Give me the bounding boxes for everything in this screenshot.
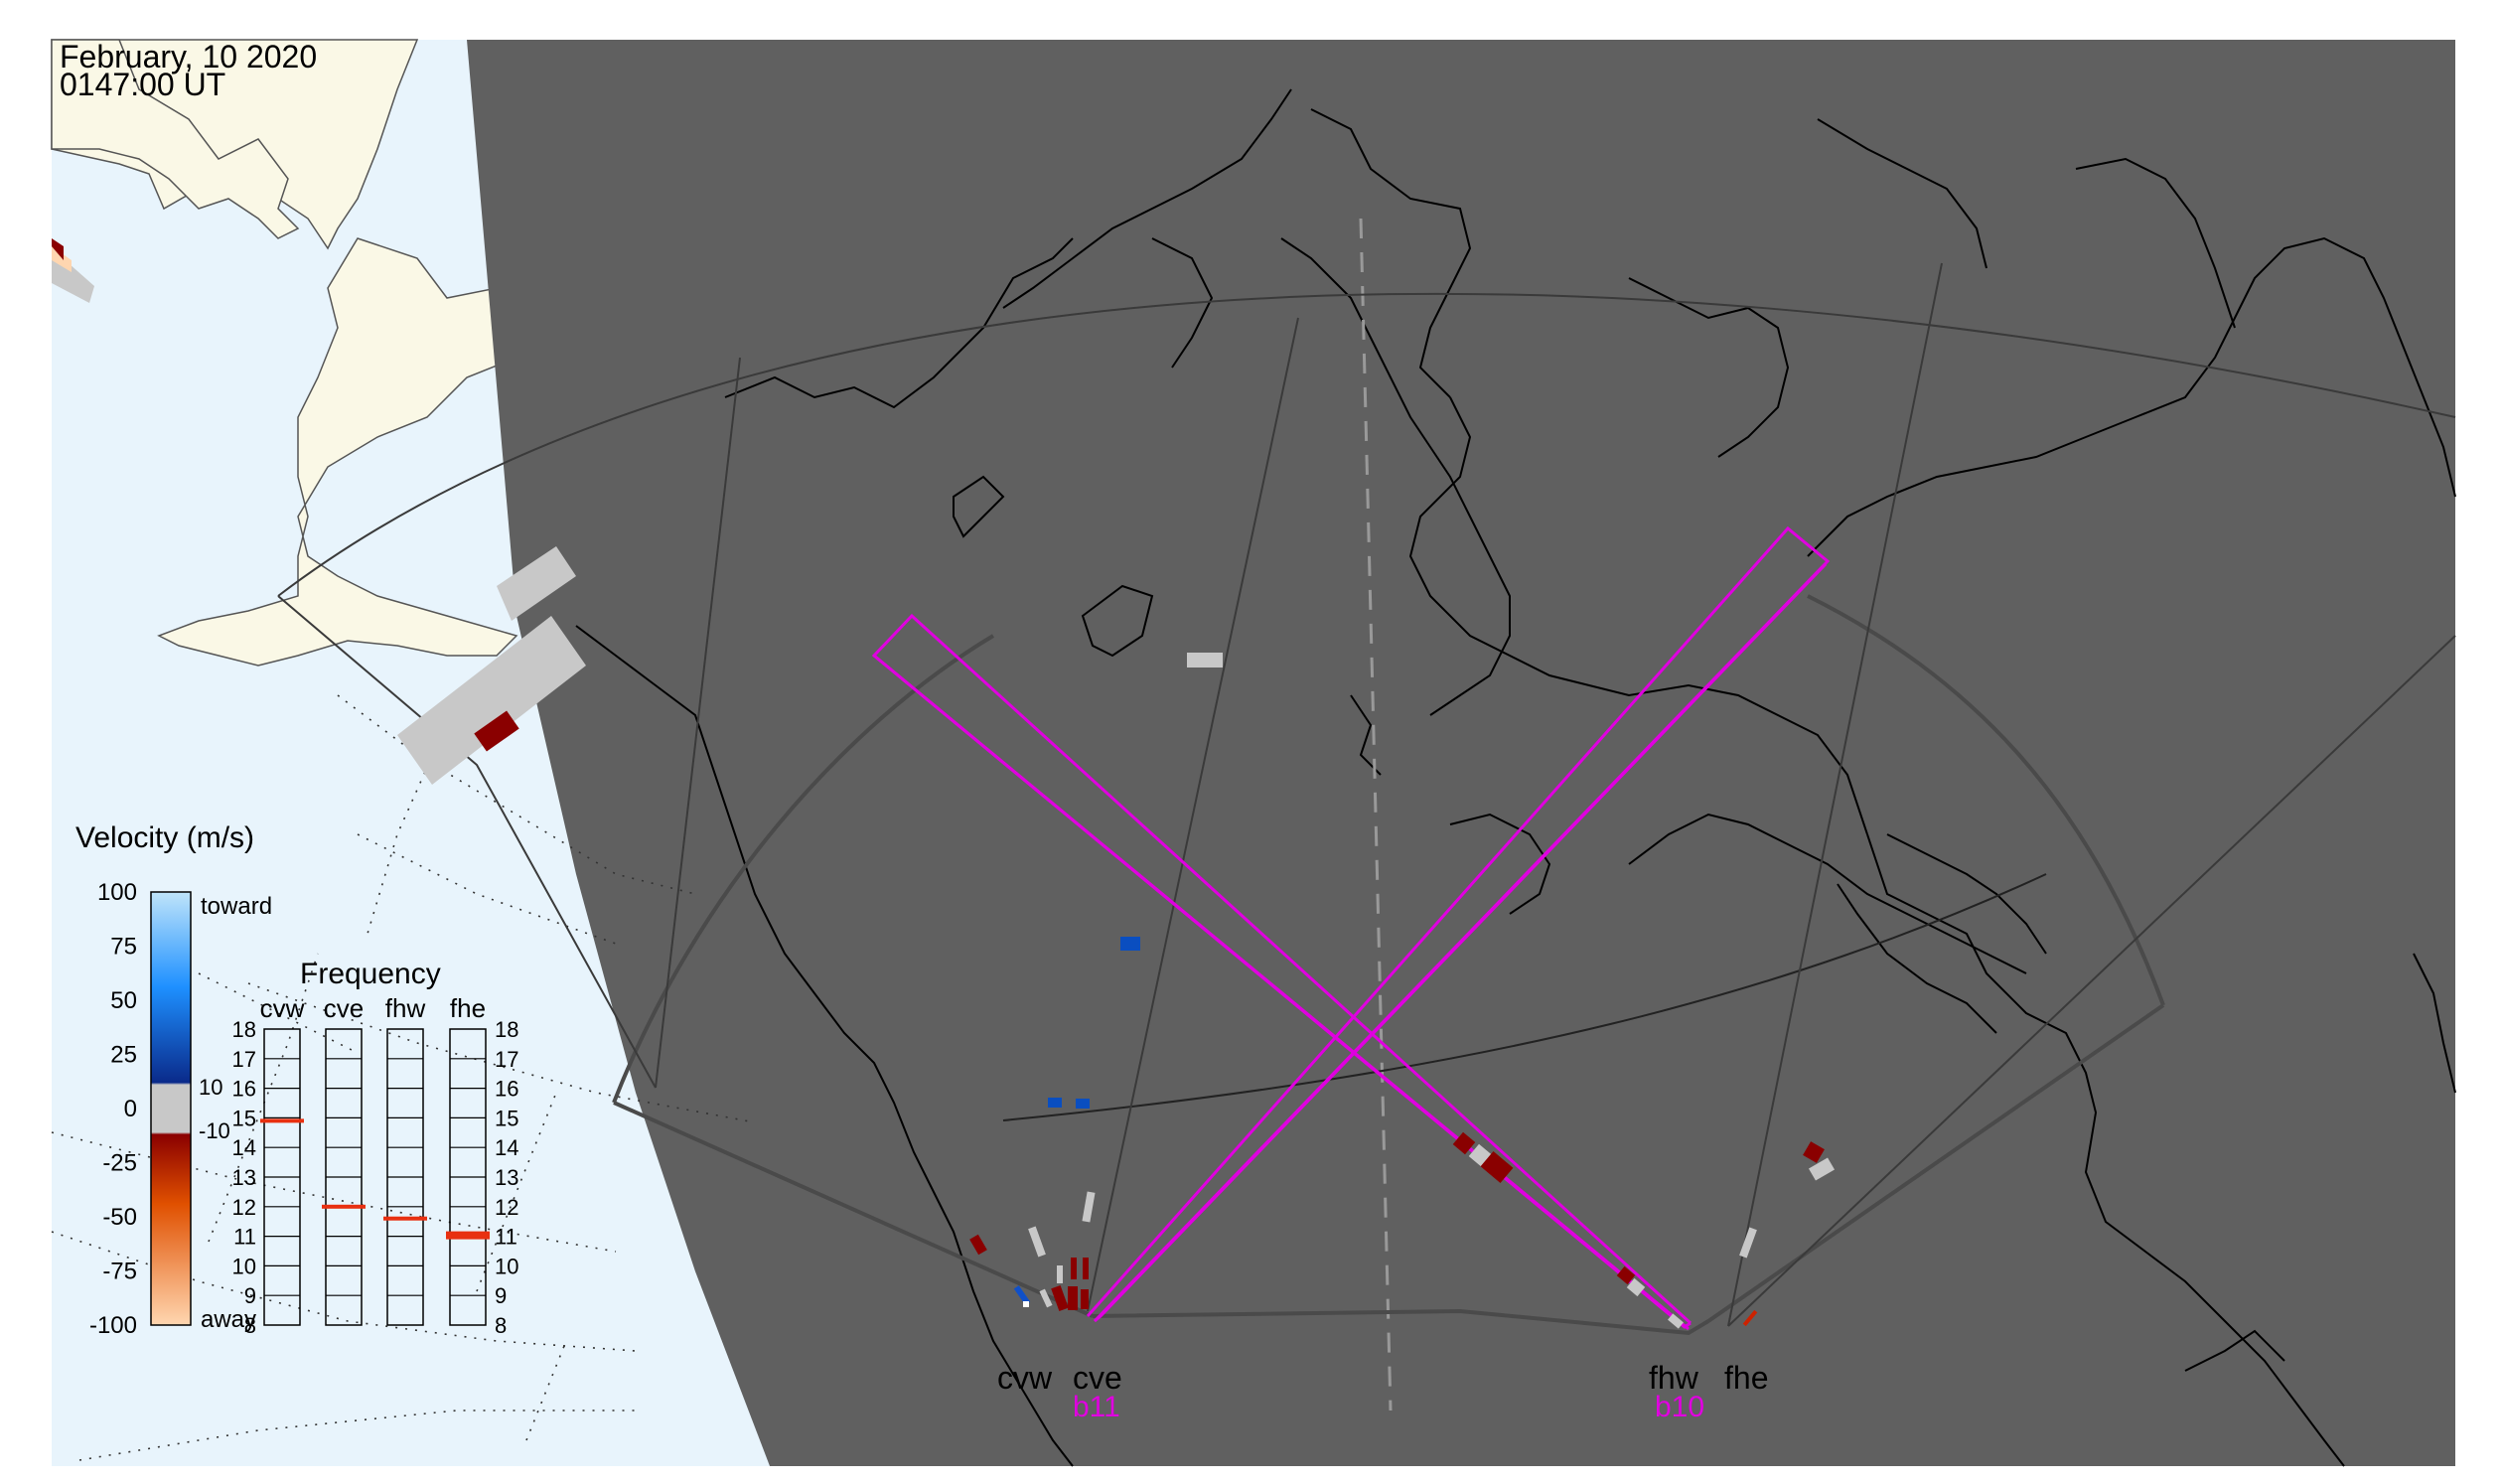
velocity-tick-label: -50 [102, 1204, 137, 1231]
frequency-tick-right: 18 [495, 1017, 518, 1042]
frequency-radar-label: cve [324, 993, 364, 1023]
scatter-cell [969, 1234, 987, 1256]
scatter-cell [1120, 937, 1140, 951]
scatter-cell [1076, 1099, 1090, 1109]
velocity-tick-label: 100 [97, 879, 137, 906]
frequency-tick-left: 10 [232, 1254, 256, 1278]
date-label: February, 10 2020 [60, 39, 317, 74]
scatter-cell [1808, 1157, 1836, 1181]
scatter-cell [1742, 1309, 1758, 1327]
scatter-cell [1023, 1301, 1029, 1307]
scatter-cell [1013, 1285, 1031, 1305]
meridian-line [1359, 218, 1393, 1411]
frequency-tick-right: 17 [495, 1047, 518, 1072]
velocity-title: Velocity (m/s) [75, 821, 254, 854]
night-terminator [467, 40, 2455, 1466]
frequency-tick-left: 12 [232, 1195, 256, 1220]
field-of-view [277, 262, 2456, 1336]
scatter-cell [1452, 1131, 1476, 1155]
scatter-cell [1082, 1191, 1096, 1223]
frequency-marker [260, 1118, 304, 1123]
frequency-tick-left: 8 [244, 1313, 256, 1338]
scatter-cell [1803, 1141, 1825, 1163]
frequency-tick-right: 16 [495, 1077, 518, 1102]
scatter-cell [1081, 1289, 1089, 1309]
frequency-marker [446, 1231, 490, 1240]
frequency-marker [383, 1216, 427, 1221]
scatter-cell [1083, 1258, 1089, 1279]
frequency-title: Frequency [300, 958, 441, 990]
away-label: away [201, 1306, 256, 1333]
frequency-tick-left: 15 [232, 1106, 256, 1130]
dayside-land [51, 39, 558, 667]
frequency-tick-left: 13 [232, 1165, 256, 1190]
velocity-ticks: 100 75 50 25 0 -25 -50 -75 -100 10 -10 [89, 879, 230, 1339]
scatter-cell [1626, 1277, 1646, 1297]
frequency-tick-left: 17 [232, 1047, 256, 1072]
scatter-cell [1048, 1098, 1062, 1108]
radar-label-cve: cve [1073, 1360, 1122, 1396]
velocity-colorbar [150, 891, 192, 1326]
toward-label: toward [201, 893, 272, 920]
velocity-tick-label: -10 [199, 1118, 230, 1143]
frequency-tick-left: 11 [233, 1225, 256, 1250]
frequency-tick-right: 10 [495, 1254, 518, 1278]
scatter-cells [52, 238, 1836, 1329]
frequency-radar-label: fhe [450, 993, 486, 1023]
scatter-cell [1668, 1313, 1684, 1329]
frequency-tick-right: 15 [495, 1106, 518, 1130]
velocity-tick-label: -100 [89, 1312, 137, 1339]
radar-label-fhw: fhw [1649, 1360, 1699, 1396]
frequency-tick-left: 18 [232, 1017, 256, 1042]
frequency-tick-left: 14 [232, 1135, 256, 1160]
beam-label-fhw: b10 [1655, 1391, 1704, 1423]
beam-label-cve: b11 [1073, 1391, 1120, 1423]
velocity-legend: Velocity (m/s) 1007550250-25-50-75-10010… [75, 821, 272, 1339]
frequency-tick-right: 8 [495, 1313, 507, 1338]
scatter-cell [52, 246, 72, 272]
scatter-cell [474, 710, 519, 752]
scatter-cell [1739, 1227, 1757, 1259]
scatter-cell [52, 238, 64, 260]
scatter-cell [1039, 1288, 1053, 1308]
scatter-cell [1071, 1258, 1077, 1279]
scatter-cell [1051, 1285, 1069, 1311]
velocity-tick-label: 50 [110, 987, 137, 1014]
frequency-tick-right: 11 [495, 1225, 517, 1250]
frequency-tick-right: 9 [495, 1283, 507, 1308]
scatter-cell [1057, 1265, 1063, 1283]
scatter-cell [1028, 1226, 1046, 1258]
frequency-tick-right: 14 [495, 1135, 518, 1160]
radar-label-cvw: cvw [997, 1360, 1053, 1396]
scatter-cell [1068, 1286, 1078, 1310]
frequency-radar-label: fhw [385, 993, 426, 1023]
frequency-tick-right: 13 [495, 1165, 518, 1190]
scatter-cell [497, 546, 576, 621]
frequency-radar-label: cvw [260, 993, 305, 1023]
frequency-tick-right: 12 [495, 1195, 518, 1220]
scatter-cell [1187, 653, 1223, 668]
scatter-cell [397, 616, 586, 785]
frequency-marker [322, 1204, 366, 1209]
velocity-tick-label: -25 [102, 1150, 137, 1177]
frequency-tick-left: 9 [244, 1283, 256, 1308]
beam-outline [871, 525, 1831, 1331]
velocity-tick-label: -75 [102, 1259, 137, 1285]
scatter-cell [1480, 1150, 1514, 1184]
time-label: 0147:00 UT [60, 67, 225, 102]
velocity-tick-label: 75 [110, 934, 137, 961]
frequency-tick-left: 16 [232, 1077, 256, 1102]
velocity-tick-label: 10 [199, 1075, 222, 1100]
scatter-cell [1616, 1265, 1636, 1285]
velocity-tick-label: 0 [124, 1096, 137, 1122]
magnetic-latitude-grid [51, 694, 756, 1461]
radar-label-fhe: fhe [1724, 1360, 1768, 1396]
coastlines [575, 88, 2456, 1467]
velocity-tick-label: 25 [110, 1042, 137, 1069]
